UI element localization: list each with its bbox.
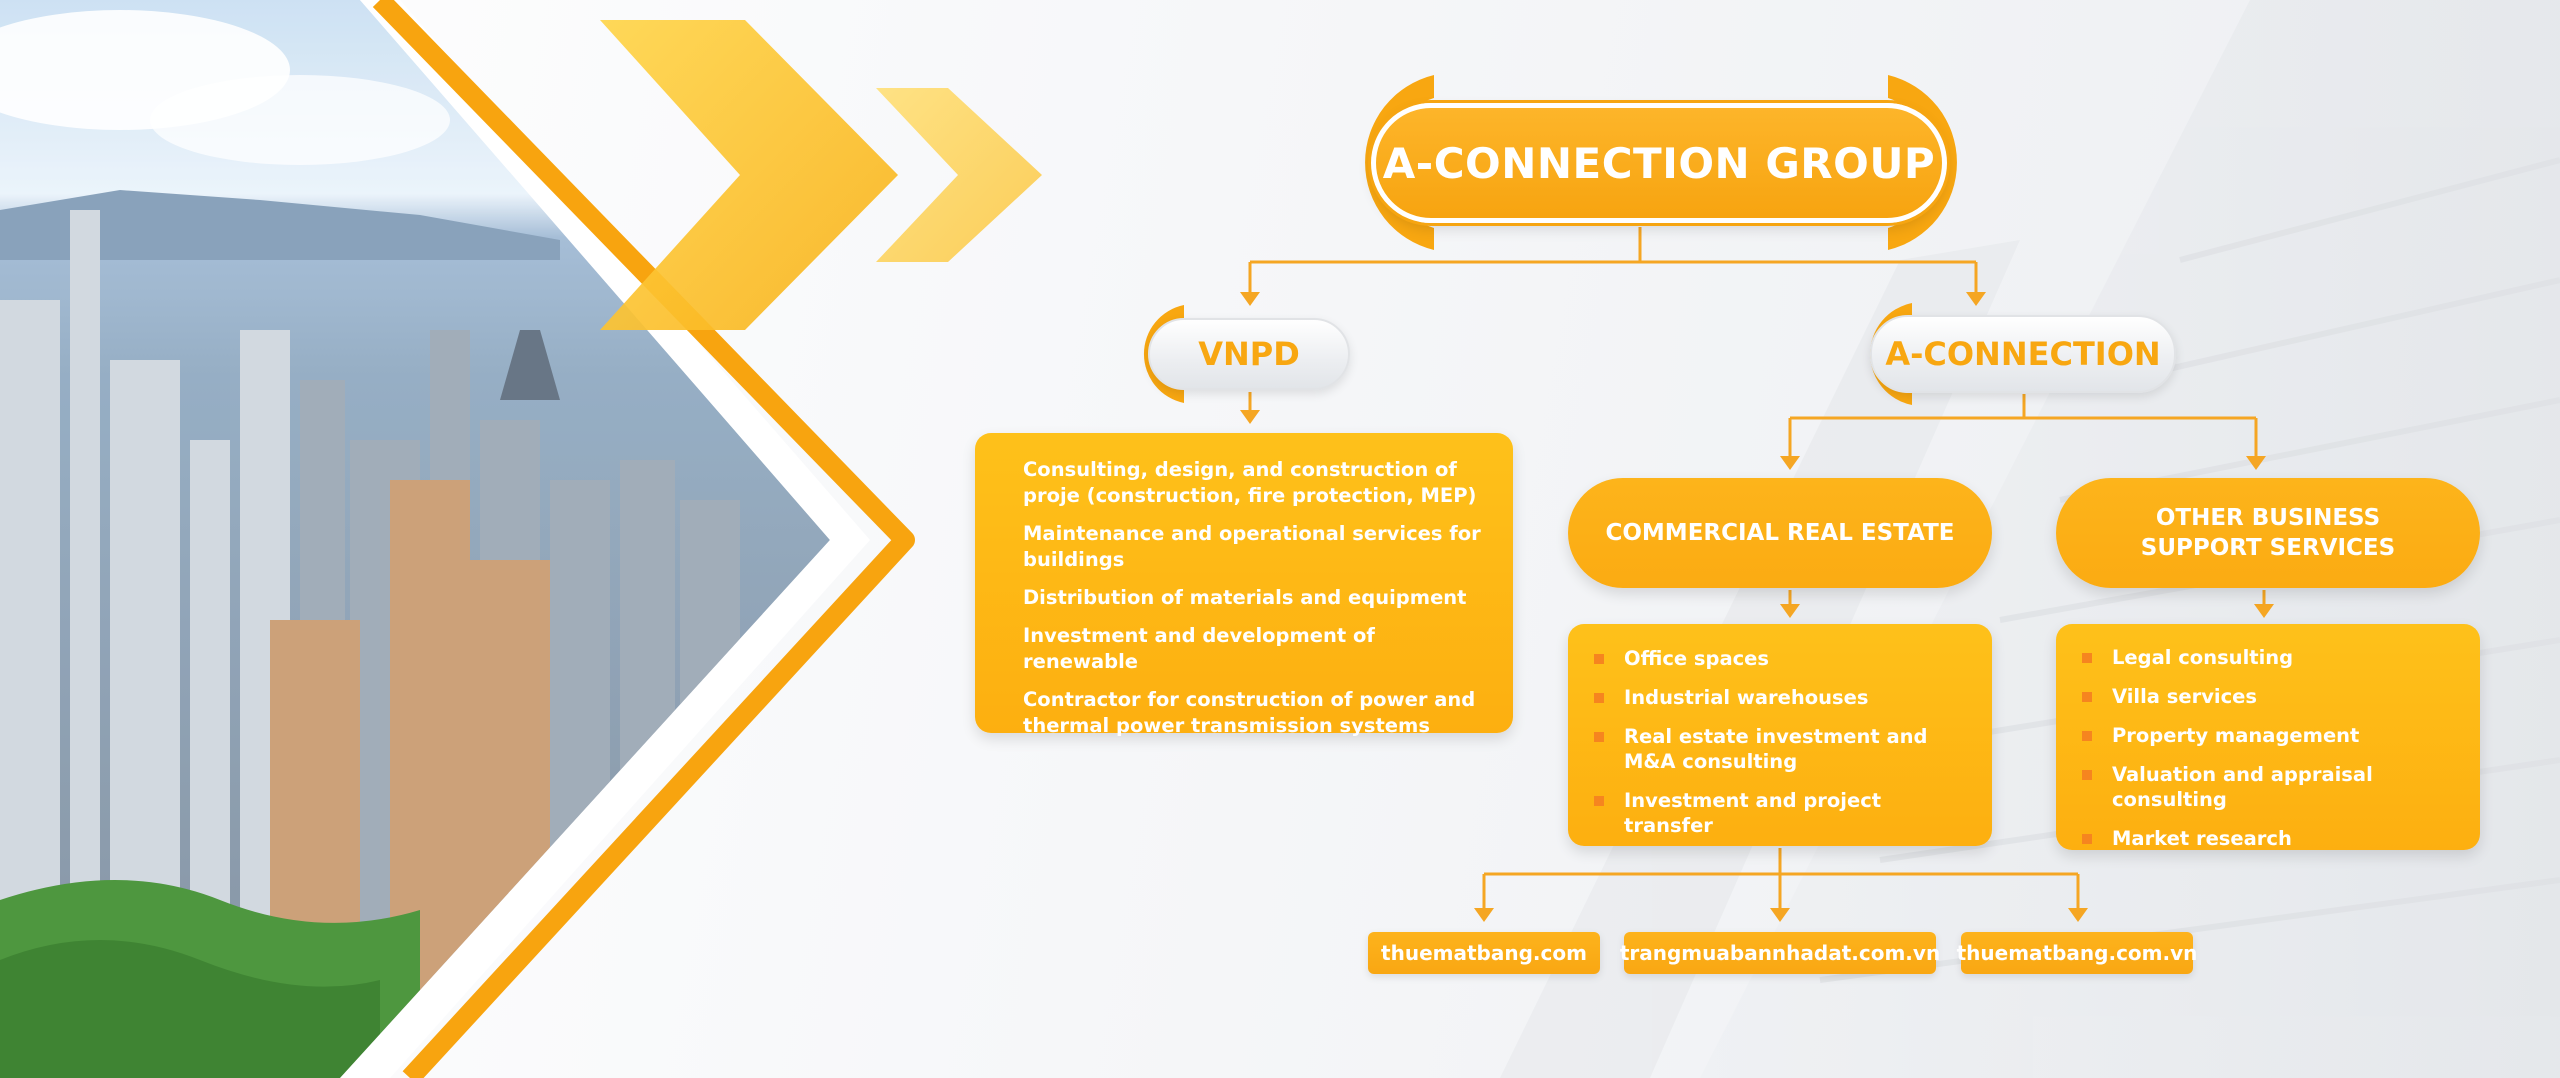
list-item: Villa services [2082,684,2466,709]
bullet-icon [1594,796,1604,806]
commercial-real-estate-label: COMMERCIAL REAL ESTATE [1568,478,1992,588]
list-item: Investment and development of renewable [1023,624,1375,673]
website-thuematbang-com-vn[interactable]: thuematbang.com.vn [1957,932,2197,974]
website-thuematbang-com[interactable]: thuematbang.com [1368,932,1600,974]
list-item: Real estate investment and M&A consultin… [1594,724,1970,774]
chevron-arrow-large-icon [600,20,898,330]
list-item: Consulting, design, and construction of … [1023,458,1477,507]
bullet-icon [2082,770,2092,780]
list-item: Investment and project transfer [1594,788,1970,838]
bullet-icon [1594,654,1604,664]
vnpd-services-card: Consulting, design, and construction of … [975,433,1513,737]
bullet-icon [2082,834,2092,844]
other-business-label-text: OTHER BUSINESS SUPPORT SERVICES [2140,505,2396,561]
list-item: Office spaces [1594,646,1970,671]
list-item-text: Valuation and appraisal consulting [2112,763,2373,811]
bullet-icon [1594,693,1604,703]
list-item: Property management [2082,723,2466,748]
list-item: Contractor for construction of power and… [1023,688,1476,737]
chevron-arrow-small-icon [876,88,1042,262]
list-item: Valuation and appraisal consulting [2082,762,2466,812]
vnpd-label: VNPD [1148,318,1350,390]
list-item-text: Villa services [2112,685,2257,708]
list-item-text: Property management [2112,724,2360,747]
list-item-text: Market research [2112,827,2292,850]
bullet-icon [1594,732,1604,742]
list-item: Legal consulting [2082,645,2466,670]
list-item: Market research [2082,826,2466,851]
bullet-icon [2082,653,2092,663]
commercial-real-estate-card: Office spaces Industrial warehouses Real… [1568,624,1992,846]
bullet-icon [2082,731,2092,741]
list-item: Maintenance and operational services for… [1023,522,1481,571]
group-title: A-CONNECTION GROUP [1371,103,1947,223]
list-item-text: Industrial warehouses [1624,686,1869,709]
list-item: Distribution of materials and equipment [1023,586,1467,609]
aconnection-label: A-CONNECTION [1870,315,2176,393]
list-item-text: Office spaces [1624,647,1770,670]
other-business-card: Legal consulting Villa services Property… [2056,624,2480,850]
bullet-icon [2082,692,2092,702]
list-item-text: Real estate investment and M&A consultin… [1624,725,1928,773]
website-trangmuabannhadat[interactable]: trangmuabannhadat.com.vn [1620,932,1940,974]
other-business-label: OTHER BUSINESS SUPPORT SERVICES [2056,478,2480,588]
list-item: Industrial warehouses [1594,685,1970,710]
city-skyline-image [0,0,830,1078]
list-item-text: Legal consulting [2112,646,2294,669]
list-item-text: Investment and project transfer [1624,789,1882,837]
